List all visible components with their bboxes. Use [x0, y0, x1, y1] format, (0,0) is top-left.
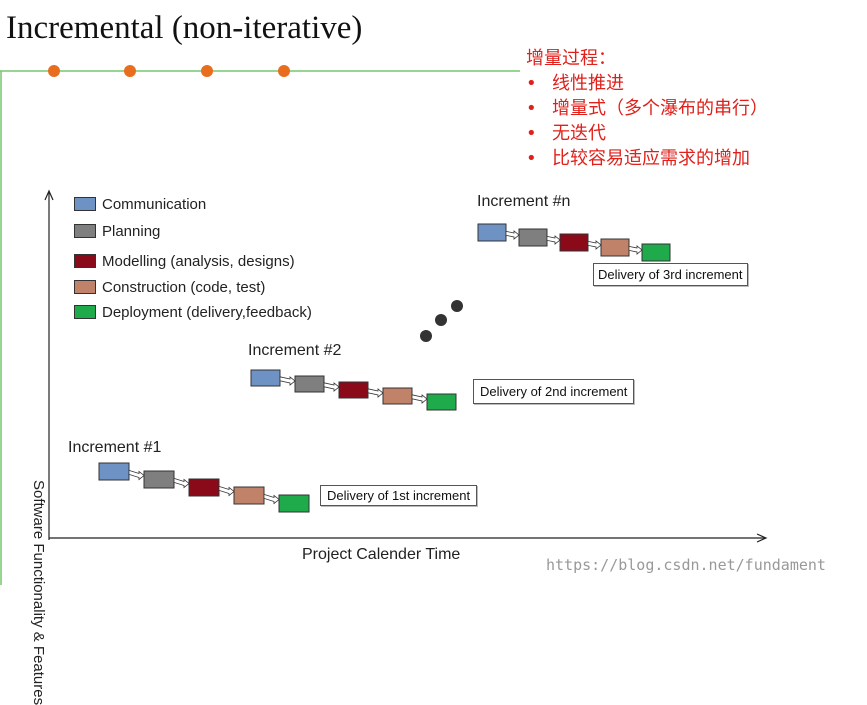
flow-arrow	[128, 469, 145, 481]
notes-item: 线性推进	[526, 71, 768, 96]
flow-arrow	[323, 382, 340, 392]
legend-label: Modelling (analysis, designs)	[102, 252, 295, 270]
notes-panel: 增量过程： 线性推进 增量式（多个瀑布的串行） 无迭代 比较容易适应需求的增加	[526, 46, 768, 171]
phase-box-2-2	[294, 375, 325, 393]
delivery-3-box: Delivery of 3rd increment	[593, 263, 748, 286]
ellipsis-dot	[420, 330, 432, 342]
phase-box-3-3	[559, 233, 589, 252]
phase-box-3-5	[641, 243, 671, 262]
ellipsis-dot	[451, 300, 463, 312]
increment-1-label: Increment #1	[68, 439, 162, 456]
x-axis-label: Project Calender Time	[302, 546, 461, 563]
phase-box-1-3	[188, 478, 220, 497]
legend-swatch	[74, 224, 96, 238]
legend-label: Deployment (delivery,feedback)	[102, 303, 312, 321]
y-axis	[44, 189, 54, 540]
phase-box-2-1	[250, 369, 281, 387]
legend-item-planning: Planning	[74, 222, 160, 240]
flow-arrow	[367, 388, 384, 398]
notes-item: 增量式（多个瀑布的串行）	[526, 96, 768, 121]
increment-2-label: Increment #2	[248, 342, 342, 359]
flow-arrow	[505, 230, 520, 240]
notes-item: 比较容易适应需求的增加	[526, 146, 768, 171]
legend-item-deployment: Deployment (delivery,feedback)	[74, 303, 312, 321]
flow-arrow	[173, 477, 190, 489]
legend-label: Planning	[102, 222, 161, 240]
title-dot	[124, 65, 136, 77]
title-dot	[48, 65, 60, 77]
increment-chains	[98, 223, 671, 513]
flow-arrow	[587, 240, 602, 250]
notes-heading: 增量过程：	[526, 48, 616, 69]
flow-arrow	[279, 376, 296, 386]
legend-item-communication: Communication	[74, 195, 206, 213]
flow-arrow	[628, 245, 643, 255]
legend-label: Communication	[102, 195, 207, 213]
ellipsis-dot	[435, 314, 447, 326]
legend-swatch	[74, 280, 96, 294]
title-dot	[201, 65, 213, 77]
phase-box-1-5	[278, 494, 310, 513]
phase-box-3-2	[518, 228, 548, 247]
title-dot	[278, 65, 290, 77]
phase-box-2-3	[338, 381, 369, 399]
watermark-text: https://blog.csdn.net/fundament	[546, 556, 826, 574]
legend-item-construction: Construction (code, test)	[74, 278, 265, 296]
flow-arrow	[263, 493, 280, 505]
phase-box-3-4	[600, 238, 630, 257]
notes-item: 无迭代	[526, 121, 768, 146]
x-axis	[49, 533, 768, 543]
flow-arrow	[218, 485, 235, 497]
page-title: Incremental (non-iterative)	[6, 10, 363, 46]
phase-box-3-1	[477, 223, 507, 242]
legend-swatch	[74, 254, 96, 268]
phase-box-2-5	[426, 393, 457, 411]
legend-item-modelling: Modelling (analysis, designs)	[74, 252, 295, 270]
phase-box-1-1	[98, 462, 130, 481]
phase-box-1-4	[233, 486, 265, 505]
flow-arrow	[546, 235, 561, 245]
flow-arrow	[411, 394, 428, 404]
delivery-2-box: Delivery of 2nd increment	[473, 379, 635, 404]
increment-n-label: Increment #n	[477, 193, 571, 210]
phase-box-1-2	[143, 470, 175, 489]
legend-label: Construction (code, test)	[102, 278, 266, 296]
phase-box-2-4	[382, 387, 413, 405]
y-axis-label: Software Functionality & Features	[30, 480, 47, 705]
legend-swatch	[74, 197, 96, 211]
delivery-1-box: Delivery of 1st increment	[320, 485, 478, 506]
diagram-canvas	[0, 65, 768, 585]
legend-swatch	[74, 305, 96, 319]
